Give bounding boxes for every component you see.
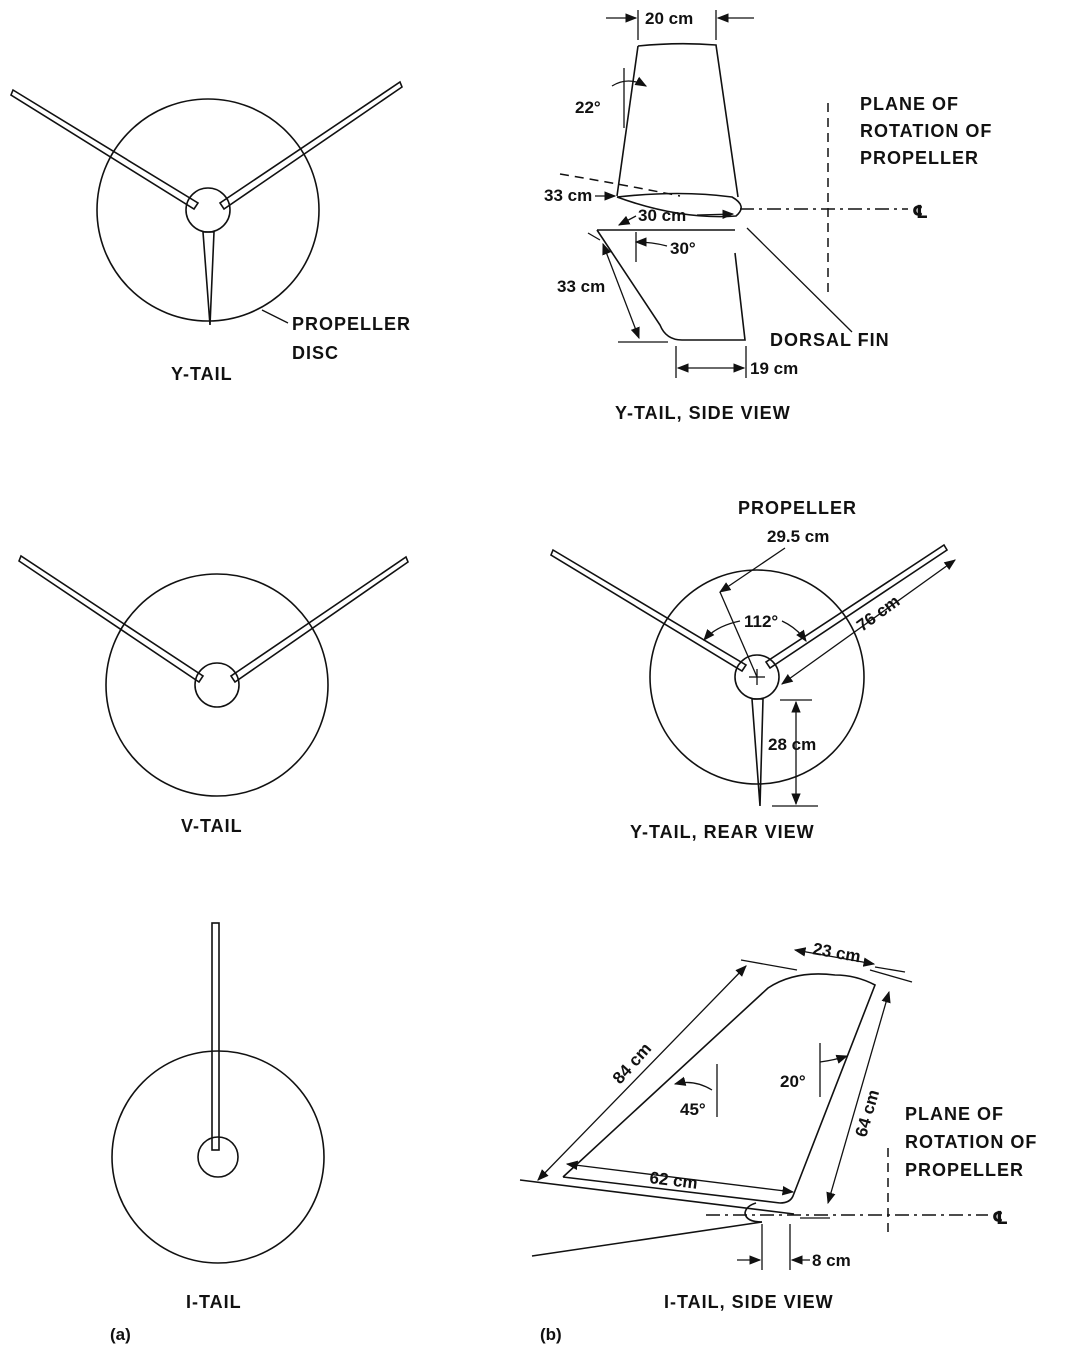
centerline-symbol: ℄ <box>992 1208 1009 1228</box>
offset-dim: 8 cm <box>812 1251 851 1270</box>
plane-label-line3: PROPELLER <box>905 1160 1024 1180</box>
leading-edge-dim: 84 cm <box>609 1039 655 1088</box>
sweep-angle-label: 22° <box>575 98 601 117</box>
lower-chord-dim: 19 cm <box>750 359 798 378</box>
upper-right-fin <box>218 80 403 211</box>
y-tail-rear-caption: Y-TAIL, REAR VIEW <box>630 822 815 842</box>
propeller-disc <box>111 1050 325 1264</box>
upper-fin-outline <box>637 42 739 198</box>
plane-label-line1: PLANE OF <box>860 94 959 114</box>
y-tail-caption: Y-TAIL <box>171 364 233 384</box>
vertical-fin <box>211 922 220 1151</box>
i-tail-side-view: 23 cm 84 cm 45° 20° 64 cm 62 cm 8 cm PLA… <box>519 939 1037 1312</box>
plane-label-line1: PLANE OF <box>905 1104 1004 1124</box>
tip-chord-dim: 20 cm <box>645 9 693 28</box>
centerline-symbol: ℄ <box>912 202 929 222</box>
hub <box>185 187 231 233</box>
sweep-angle-label: 45° <box>680 1100 706 1119</box>
lower-fin-outline <box>596 229 746 341</box>
i-tail-front-view: I-TAIL <box>111 922 325 1312</box>
height-dim: 64 cm <box>852 1088 884 1140</box>
panel-b-label: (b) <box>540 1325 562 1344</box>
upper-left-fin <box>10 88 200 211</box>
te-angle-label: 20° <box>780 1072 806 1091</box>
propeller-label: PROPELLER <box>738 498 857 518</box>
fuselage-nose <box>744 1202 763 1223</box>
hub <box>197 1136 239 1178</box>
root-chord-dim: 62 cm <box>649 1168 699 1193</box>
lower-length-dim: 28 cm <box>768 735 816 754</box>
propeller-disc <box>105 573 329 797</box>
lower-fin <box>202 231 215 326</box>
rear-angle-label: 112° <box>744 612 778 631</box>
root-chord-dim: 33 cm <box>544 186 592 205</box>
propeller-radius-dim: 29.5 cm <box>767 527 829 546</box>
i-tail-caption: I-TAIL <box>186 1292 242 1312</box>
panel-a-label: (a) <box>110 1325 131 1344</box>
airfoil-section <box>616 192 742 218</box>
i-tail-side-caption: I-TAIL, SIDE VIEW <box>664 1292 834 1312</box>
hub <box>194 662 240 708</box>
left-fin <box>18 554 205 684</box>
disc-label-line1: PROPELLER <box>292 314 411 334</box>
y-tail-rear-view: PROPELLER 29.5 cm 112° 76 cm 28 cm Y-TAI… <box>550 498 956 842</box>
span-dim: 76 cm <box>853 592 903 636</box>
v-tail-caption: V-TAIL <box>181 816 243 836</box>
upper-left-fin <box>550 548 748 673</box>
propeller-disc <box>96 98 320 322</box>
plane-label-line2: ROTATION OF <box>905 1132 1037 1152</box>
tip-chord-dim: 23 cm <box>811 939 862 966</box>
inner-chord-dim: 30 cm <box>638 206 686 225</box>
lower-angle-label: 30° <box>670 239 696 258</box>
y-tail-front-view: PROPELLER DISC Y-TAIL <box>10 80 411 384</box>
right-fin <box>229 555 409 684</box>
plane-label-line2: ROTATION OF <box>860 121 992 141</box>
fin-outline <box>562 973 877 1204</box>
plane-label-line3: PROPELLER <box>860 148 979 168</box>
lower-span-dim: 33 cm <box>557 277 605 296</box>
upper-right-fin <box>764 543 949 670</box>
y-tail-side-caption: Y-TAIL, SIDE VIEW <box>615 403 791 423</box>
lower-fin <box>751 698 764 807</box>
disc-label-line2: DISC <box>292 343 339 363</box>
v-tail-front-view: V-TAIL <box>18 554 409 836</box>
y-tail-side-view: DORSAL FIN 20 cm 22° 33 cm 30 cm 30° 33 … <box>544 9 992 423</box>
dorsal-fin-label: DORSAL FIN <box>770 330 890 350</box>
